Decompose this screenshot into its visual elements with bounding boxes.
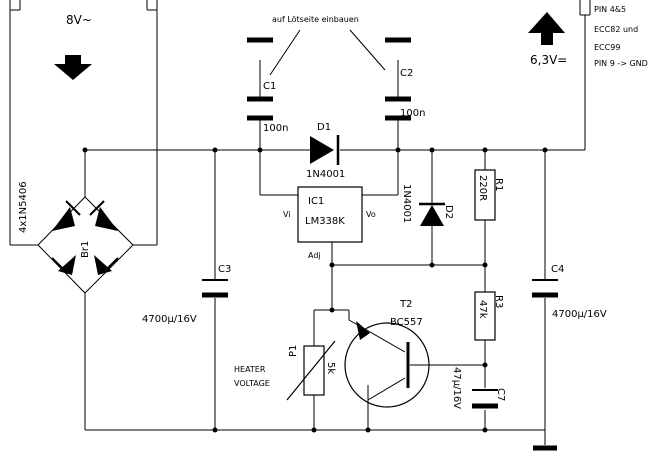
bridge-rectifier bbox=[37, 196, 134, 294]
br1-label: Br1 bbox=[80, 241, 91, 258]
c7-label: C7 bbox=[495, 388, 506, 401]
ic-vo-pin: Vo bbox=[366, 210, 376, 219]
wires bbox=[9, 0, 591, 445]
arrow-down-icon bbox=[54, 55, 92, 80]
ic1-value: LM338K bbox=[305, 216, 345, 227]
c2-value: 100n bbox=[400, 108, 425, 119]
heater-label-line-1: HEATER bbox=[234, 365, 266, 374]
capacitor-c1 bbox=[247, 37, 273, 121]
ic1-label: IC1 bbox=[308, 196, 324, 207]
diode-d1 bbox=[310, 135, 340, 165]
c1-value: 100n bbox=[263, 123, 288, 134]
regulator-ic1 bbox=[297, 186, 363, 243]
solder-side-note: auf Lötseite einbauen bbox=[272, 15, 359, 24]
c3-label: C3 bbox=[218, 264, 231, 275]
ic-adj-pin: Adj bbox=[308, 251, 321, 260]
heater-label-line-2: VOLTAGE bbox=[234, 379, 270, 388]
c4-value: 4700µ/16V bbox=[552, 309, 607, 320]
capacitor-c3 bbox=[202, 279, 228, 298]
capacitor-c4 bbox=[532, 279, 558, 298]
resistor-r1 bbox=[474, 169, 496, 221]
d1-value: 1N4001 bbox=[306, 169, 345, 180]
r1-label: R1 bbox=[493, 178, 504, 191]
pin-note-line-2: ECC82 und bbox=[594, 25, 638, 34]
resistor-r3 bbox=[474, 291, 496, 341]
ac-voltage-label: 8V~ bbox=[66, 13, 92, 27]
transistor-t2 bbox=[344, 319, 430, 408]
t2-label: T2 bbox=[399, 299, 412, 310]
capacitor-c7 bbox=[472, 389, 498, 409]
output-voltage-label: 6,3V= bbox=[530, 53, 567, 67]
c2-label: C2 bbox=[400, 68, 413, 79]
pin-note-line-4: PIN 9 -> GND bbox=[594, 59, 648, 68]
d2-label: D2 bbox=[443, 205, 454, 219]
p1-value: 5k bbox=[325, 362, 336, 374]
pin-note-line-3: ECC99 bbox=[594, 43, 620, 52]
c7-value: 47µ/16V bbox=[451, 367, 462, 409]
d2-value: 1N4001 bbox=[401, 184, 412, 223]
c1-label: C1 bbox=[263, 81, 276, 92]
diode-d2 bbox=[419, 202, 445, 226]
pin-note-line-1: PIN 4&5 bbox=[594, 5, 626, 14]
ic-vi-pin: Vi bbox=[283, 210, 291, 219]
r3-value: 47k bbox=[477, 300, 488, 319]
t2-value: BC557 bbox=[390, 317, 423, 328]
c3-value: 4700µ/16V bbox=[142, 314, 197, 325]
r3-label: R3 bbox=[493, 295, 504, 308]
r1-value: 220R bbox=[477, 175, 488, 201]
potentiometer-p1 bbox=[286, 340, 336, 401]
d1-label: D1 bbox=[317, 122, 331, 133]
arrow-up-icon bbox=[528, 12, 565, 45]
capacitor-c2 bbox=[385, 37, 411, 121]
p1-label: P1 bbox=[288, 345, 299, 357]
br1-value: 4x1N5406 bbox=[18, 181, 29, 233]
c4-label: C4 bbox=[551, 264, 564, 275]
junction-dots bbox=[82, 147, 548, 433]
